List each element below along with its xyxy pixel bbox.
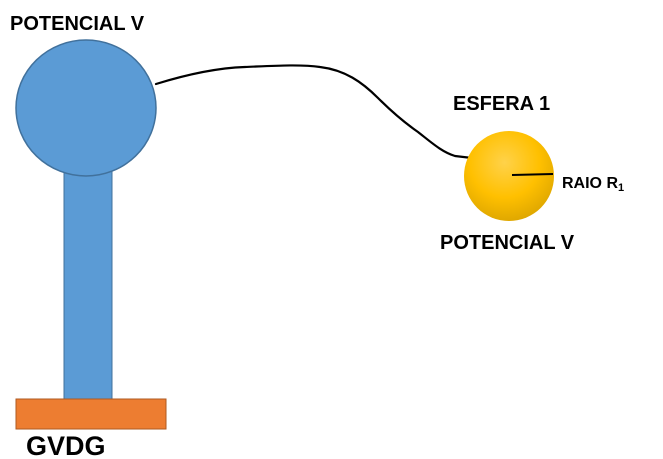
generator-base	[15, 398, 167, 430]
generator-name-label: GVDG	[26, 431, 106, 459]
generator-sphere	[15, 39, 157, 177]
connecting-wire	[154, 64, 474, 160]
radius-label: RAIO R1	[562, 175, 624, 194]
generator-column	[63, 164, 113, 402]
radius-label-subscript: 1	[618, 182, 624, 194]
radius-label-main: RAIO R	[562, 175, 618, 192]
radius-line	[511, 173, 554, 176]
sphere-1-potential-label: POTENCIAL V	[440, 232, 575, 254]
generator-potential-label: POTENCIAL V	[10, 13, 145, 35]
sphere-1-label: ESFERA 1	[453, 93, 550, 115]
sphere-1	[464, 131, 554, 221]
